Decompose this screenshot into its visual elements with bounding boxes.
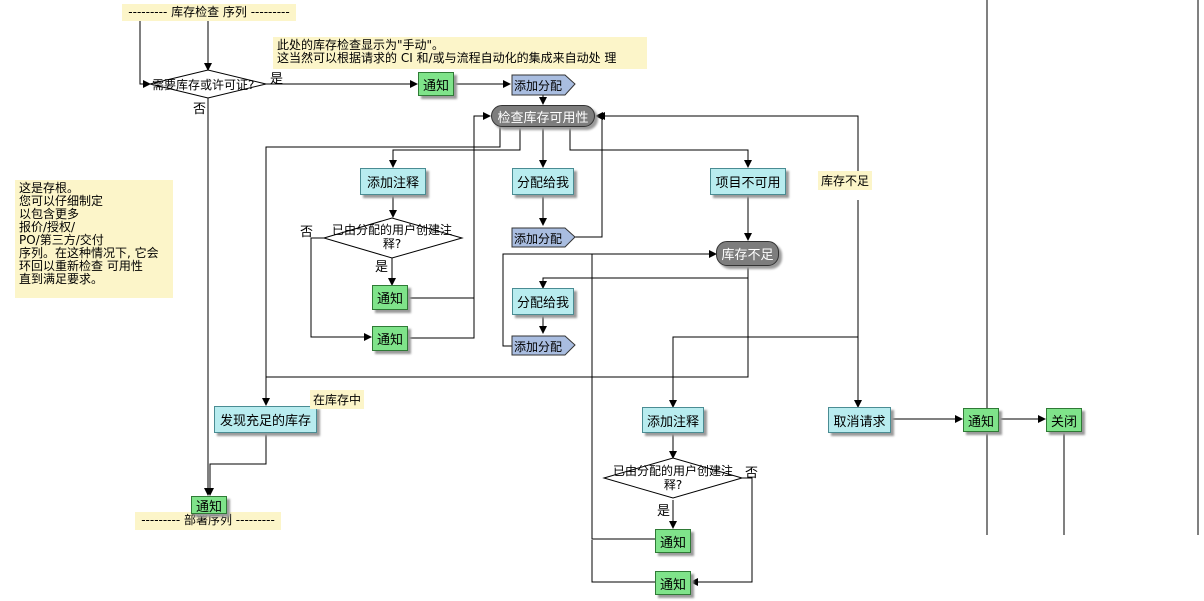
stub-note-line: 环回以重新检查 可用性 [19,259,143,273]
add-assign-shape [511,335,576,356]
edge [669,266,749,408]
stub-note-line: 报价/授权/ [19,220,76,234]
edge [408,255,475,339]
found-stock-node[interactable]: 发现充足的库存 [214,406,317,433]
top-sequence-note: --------- 库存检查 序列 --------- [122,4,296,21]
no-label: 否 [300,225,314,240]
check-availability-node[interactable]: 检查库存可用性 [491,105,595,127]
yes-label: 是 [270,72,284,87]
add-assign-label: 添加分配 [514,79,563,93]
stub-note-line: 这是存根。 [19,181,80,195]
edge [597,112,859,190]
edge [206,433,267,496]
stub-note-line: 您可以仔细制定 [19,194,104,208]
add-assign-shape [511,227,576,248]
edge [591,253,716,540]
decision-comment-created-2 [602,457,744,499]
stub-note-line: 序列。在这种情况下, 它会 [19,246,159,260]
edge [139,20,151,88]
close-node[interactable]: 关闭 [1046,408,1082,432]
manual-note-line: 此处的库存检查显示为"手动"。 [277,38,445,52]
notify-node[interactable]: 通知 [418,72,454,96]
add-assign-label: 添加分配 [514,232,563,246]
stub-note-line: PO/第三方/交付 [19,233,104,247]
yes-label: 是 [657,504,671,519]
in-stock-label: 在库存中 [310,390,365,409]
notify-node[interactable]: 通知 [655,529,691,553]
manual-note-line: 这当然可以根据请求的 CI 和/或与流程自动化的集成来自动处 理 [277,51,617,65]
stub-note-line: 直到满足要求。 [19,272,104,286]
notify-node[interactable]: 通知 [372,326,408,351]
stub-note: 这是存根。 您可以仔细制定 以包含更多 报价/授权/ PO/第三方/交付 序列。… [15,180,173,298]
decision-need-label: 需要库存或许可证? [152,78,255,92]
item-unavailable-node[interactable]: 项目不可用 [710,168,786,195]
edge [591,540,655,583]
edge [747,320,862,408]
add-assign-shape [511,74,576,96]
edge [262,127,501,406]
add-comment-node[interactable]: 添加注释 [360,168,426,195]
edge [265,266,749,380]
notify-node[interactable]: 通知 [372,285,408,310]
notify-node[interactable]: 通知 [963,408,999,432]
edge [389,127,521,168]
assign-to-me-node[interactable]: 分配给我 [512,168,574,195]
decision-comment-created [322,217,464,259]
cancel-request-node[interactable]: 取消请求 [828,407,891,433]
yes-label: 是 [375,260,389,275]
decision-comment-label: 已由分配的用户创建注释? [331,223,452,251]
assign-to-me-node[interactable]: 分配给我 [512,288,574,315]
stub-note-line: 以包含更多 [19,207,80,221]
decision-comment-label-2: 已由分配的用户创建注释? [612,464,733,492]
add-comment-node[interactable]: 添加注释 [642,407,704,433]
bottom-sequence-note: --------- 部署序列 --------- [135,512,281,530]
edge [310,237,372,341]
notify-node[interactable]: 通知 [191,496,227,515]
manual-note: 此处的库存检查显示为"手动"。 这当然可以根据请求的 CI 和/或与流程自动化的… [273,37,647,69]
decision-need-stock [149,69,267,99]
edge [539,266,749,289]
edge [408,112,491,299]
add-assign-label: 添加分配 [514,340,563,354]
no-label: 否 [193,102,207,117]
insufficient-edge-label: 库存不足 [818,171,873,190]
edge [569,127,752,168]
insufficient-stock-node[interactable]: 库存不足 [716,241,779,266]
notify-node[interactable]: 通知 [655,571,691,595]
no-label: 否 [745,466,759,481]
edge [690,477,753,586]
